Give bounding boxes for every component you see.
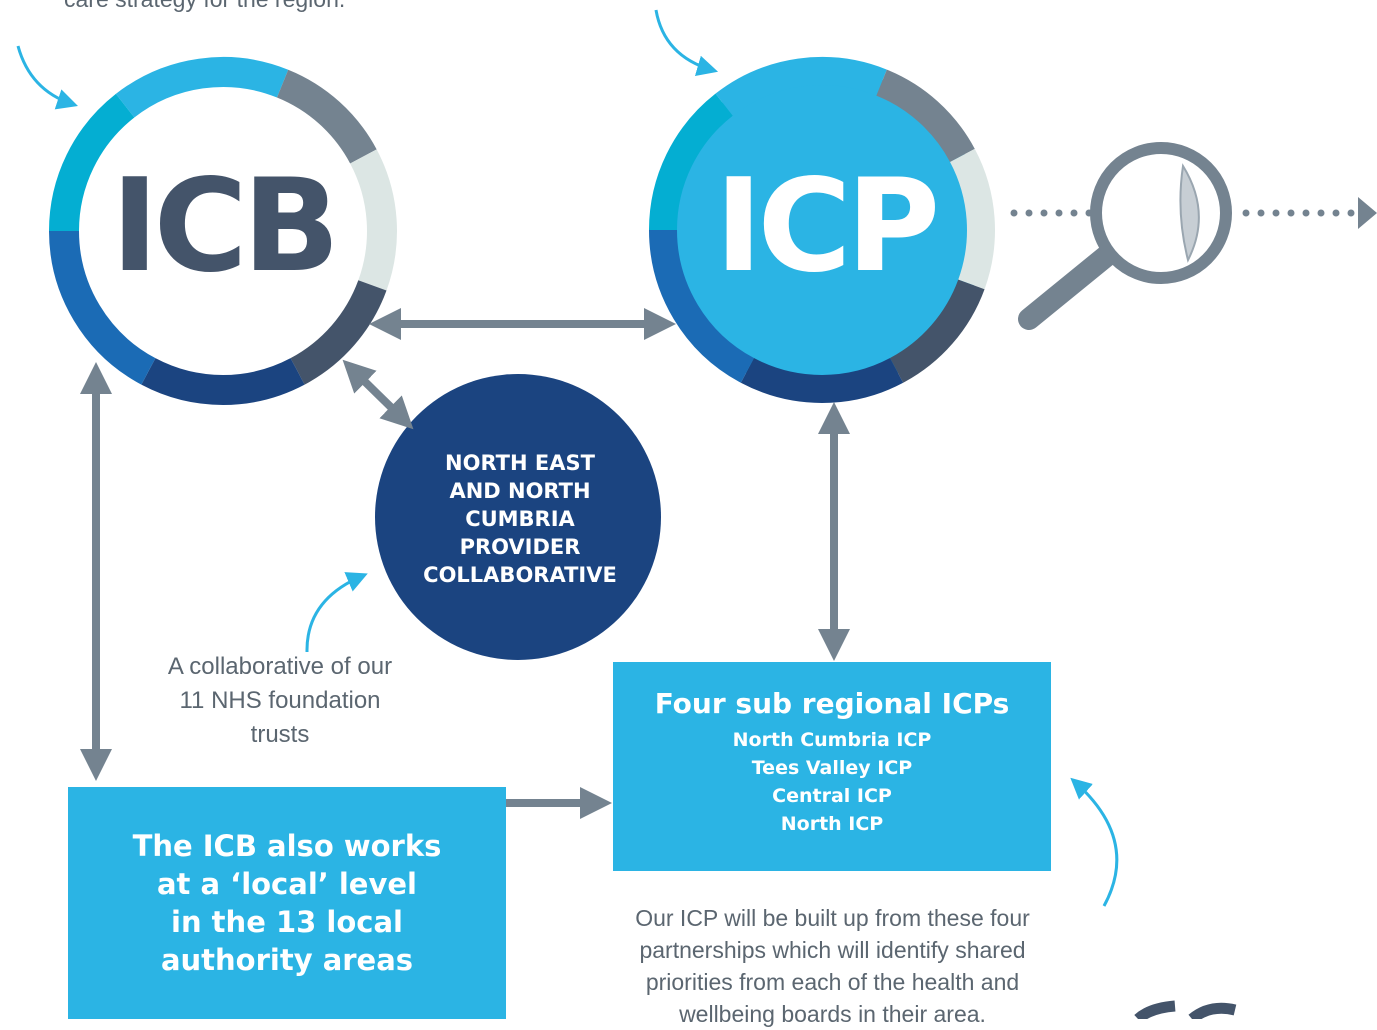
curved-arrow-provider xyxy=(307,576,362,652)
icb-label: ICB xyxy=(58,163,388,291)
decorative-ring-partial xyxy=(1138,1006,1235,1019)
list-item: Tees Valley ICP xyxy=(613,754,1051,782)
local-level-text: The ICB also works at a ‘local’ level in… xyxy=(97,827,477,979)
provider-line: CUMBRIA xyxy=(400,505,640,533)
local-line: in the 13 local xyxy=(97,903,477,941)
note-line: wellbeing boards in their area. xyxy=(580,998,1085,1030)
provider-line: NORTH EAST xyxy=(400,449,640,477)
list-item: North Cumbria ICP xyxy=(613,726,1051,754)
local-line: The ICB also works xyxy=(97,827,477,865)
sub-regional-title: Four sub regional ICPs xyxy=(613,686,1051,722)
sub-regional-list: North Cumbria ICP Tees Valley ICP Centra… xyxy=(613,726,1051,838)
provider-collaborative-label: NORTH EAST AND NORTH CUMBRIA PROVIDER CO… xyxy=(400,449,640,589)
note-line: trusts xyxy=(130,718,430,752)
local-level-box: The ICB also works at a ‘local’ level in… xyxy=(68,787,506,1019)
icb-provider-double-arrow xyxy=(354,371,402,418)
icp-label: ICP xyxy=(660,163,990,291)
note-line: A collaborative of our xyxy=(130,650,430,684)
curved-arrow-subregional xyxy=(1075,782,1117,906)
local-line: at a ‘local’ level xyxy=(97,865,477,903)
note-line: partnerships which will identify shared xyxy=(580,934,1085,966)
icp-description-note: Our ICP will be built up from these four… xyxy=(580,902,1085,1030)
curved-arrow-icp xyxy=(656,10,712,70)
provider-collaborative-note: A collaborative of our 11 NHS foundation… xyxy=(130,650,430,752)
provider-line: PROVIDER xyxy=(400,533,640,561)
provider-line: AND NORTH xyxy=(400,477,640,505)
sub-regional-icps-box: Four sub regional ICPs North Cumbria ICP… xyxy=(613,662,1051,871)
provider-line: COLLABORATIVE xyxy=(400,561,640,589)
note-line: Our ICP will be built up from these four xyxy=(580,902,1085,934)
dotted-arrow-right xyxy=(1243,197,1377,229)
note-line: priorities from each of the health and xyxy=(580,966,1085,998)
local-line: authority areas xyxy=(97,941,477,979)
icb-description-caption: care strategy for the region. xyxy=(64,0,424,13)
curved-arrow-icb xyxy=(18,46,72,104)
dotted-arrow-left xyxy=(1011,210,1093,217)
magnifier-icon xyxy=(1029,148,1226,319)
list-item: Central ICP xyxy=(613,782,1051,810)
list-item: North ICP xyxy=(613,810,1051,838)
note-line: 11 NHS foundation xyxy=(130,684,430,718)
